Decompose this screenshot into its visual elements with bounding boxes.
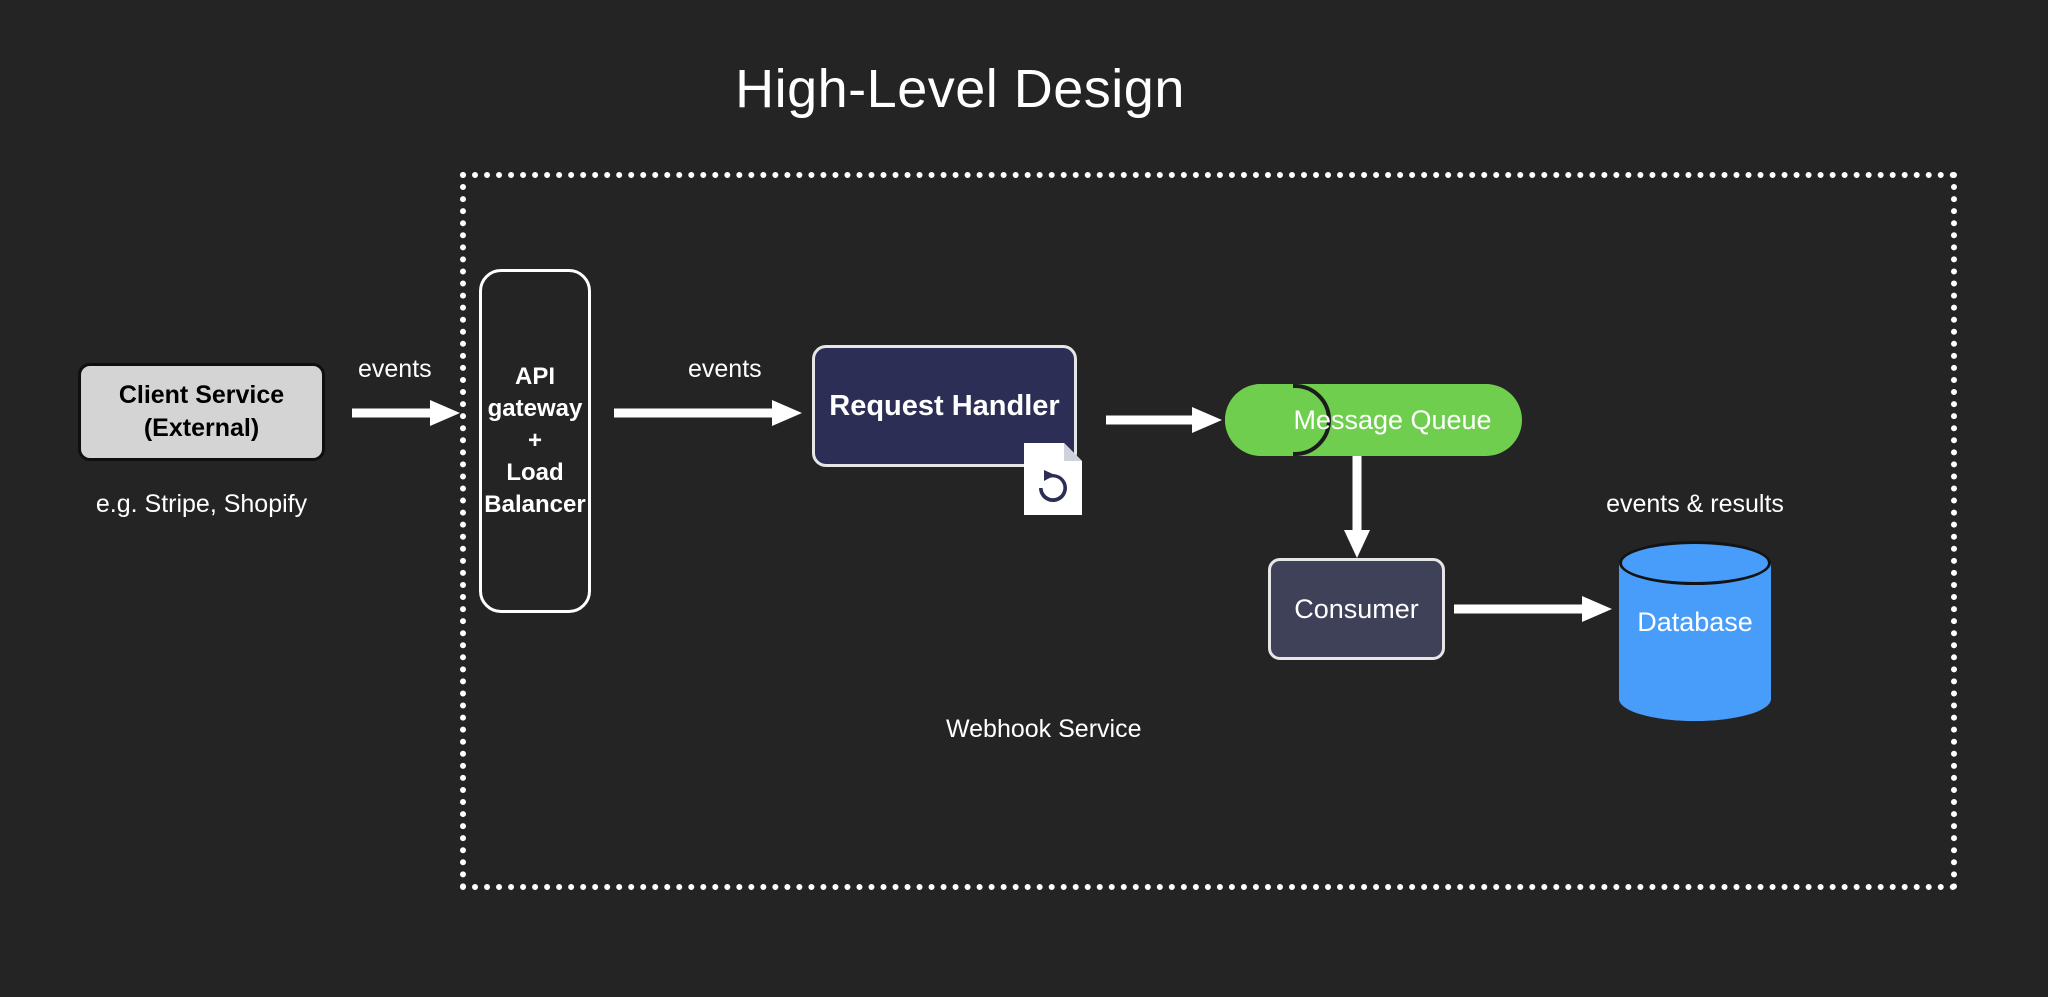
node-client-service[interactable]: Client Service (External)	[78, 363, 325, 461]
edge-label-events-1: events	[358, 355, 432, 383]
node-api-gateway[interactable]: API gateway + Load Balancer	[479, 269, 591, 613]
database-body	[1619, 563, 1771, 700]
database-caption: events & results	[1606, 490, 1784, 518]
arrow-consumer-to-database	[1454, 596, 1612, 622]
page-title: High-Level Design	[735, 59, 1185, 119]
database-label: Database	[1637, 607, 1753, 637]
client-service-label-line1: Client Service	[118, 380, 285, 409]
webhook-service-boundary	[460, 172, 1957, 890]
edge-label-events-2: events	[688, 355, 762, 383]
request-handler-label: Request Handler	[829, 389, 1060, 422]
arrow-handler-to-queue	[1106, 407, 1222, 433]
client-service-label-line2: (External)	[143, 414, 260, 442]
client-service-caption: e.g. Stripe, Shopify	[95, 490, 308, 518]
api-gateway-label-line1: API	[514, 363, 555, 391]
api-gateway-label-line2: gateway	[487, 395, 583, 423]
api-gateway-label-line3: +	[527, 427, 542, 455]
arrow-client-to-gateway	[352, 400, 460, 426]
node-message-queue[interactable]: Message Queue	[1225, 384, 1522, 456]
api-gateway-label-line5: Balancer	[484, 490, 586, 518]
consumer-label: Consumer	[1294, 593, 1419, 624]
arrow-queue-to-consumer	[1344, 456, 1370, 558]
node-consumer[interactable]: Consumer	[1268, 558, 1445, 660]
arrow-gateway-to-handler	[614, 400, 802, 426]
api-gateway-label-line4: Load	[506, 458, 564, 486]
retry-document-icon	[1024, 443, 1082, 515]
database-top	[1619, 541, 1771, 585]
node-database[interactable]: Database	[1619, 541, 1771, 722]
webhook-service-boundary-label: Webhook Service	[946, 715, 1142, 743]
message-queue-cap-fill	[1225, 384, 1293, 456]
message-queue-label: Message Queue	[1293, 404, 1492, 435]
